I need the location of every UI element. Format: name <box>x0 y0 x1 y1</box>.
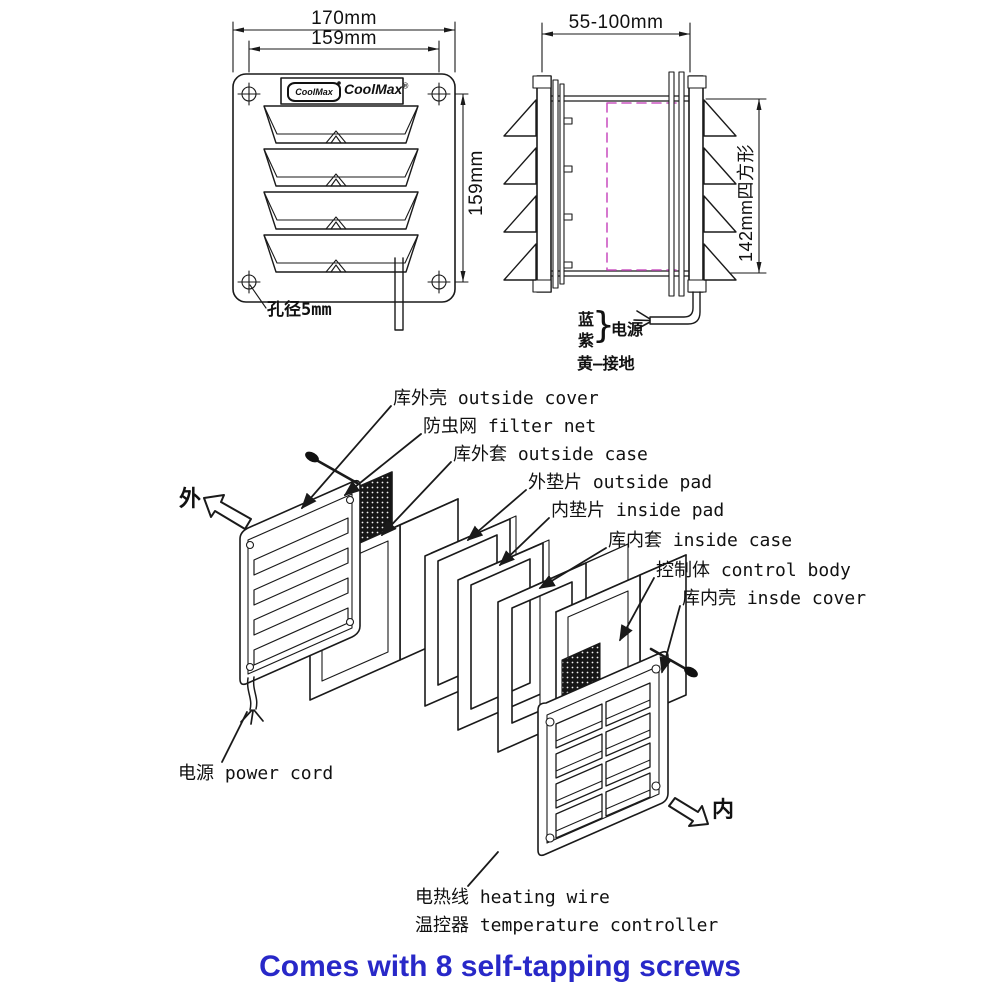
wire-blue-label: 蓝 <box>578 310 595 329</box>
power-cord-label: 电源 power cord <box>178 763 334 784</box>
temperature-controller-label: 温控器 temperature controller <box>415 915 719 936</box>
direction-outside-label: 外 <box>179 487 202 512</box>
coolmax-wordmark: CoolMax® <box>344 81 409 97</box>
wire-purple-label: 紫 <box>578 331 595 350</box>
direction-inside-label: 内 <box>712 798 735 823</box>
leader-lines <box>221 405 681 887</box>
exploded-view-drawing <box>203 405 709 887</box>
part-label-inside-cover: 库内壳 insde cover <box>682 588 867 609</box>
arrow-inside <box>668 797 709 827</box>
part-label-outside-case: 库外套 outside case <box>453 444 648 465</box>
registered-mark: ® <box>402 81 409 91</box>
dim-height: 159mm <box>466 150 487 216</box>
dim-depth-range: 55-100mm <box>568 12 664 33</box>
hole-diameter-note: 孔径5mm <box>267 300 332 320</box>
part-label-inside-pad: 内垫片 inside pad <box>551 500 725 521</box>
side-view-drawing <box>503 22 767 330</box>
wire-ground-label: 黄—接地 <box>577 354 635 373</box>
part-label-filter-net: 防虫网 filter net <box>423 416 597 437</box>
arrow-outside <box>203 494 252 530</box>
coolmax-badge-logo: CoolMax <box>287 82 341 102</box>
heating-wire-label: 电热线 heating wire <box>415 887 610 908</box>
self-tapping-screw <box>305 451 359 485</box>
wire-brace: } <box>592 305 615 346</box>
front-view-drawing <box>232 21 469 331</box>
dim-width-inner: 159mm <box>311 28 377 49</box>
wire-power-label: 电源 <box>611 320 644 339</box>
part-label-inside-case: 库内套 inside case <box>608 530 793 551</box>
dim-width-outer: 170mm <box>311 8 377 29</box>
part-label-outside-cover: 库外壳 outside cover <box>393 388 599 409</box>
part-label-control-body: 控制体 control body <box>656 560 851 581</box>
dim-square: 142mm四方形 <box>736 143 756 262</box>
part-label-outside-pad: 外垫片 outside pad <box>528 472 713 493</box>
footer-note: Comes with 8 self-tapping screws <box>259 950 741 983</box>
